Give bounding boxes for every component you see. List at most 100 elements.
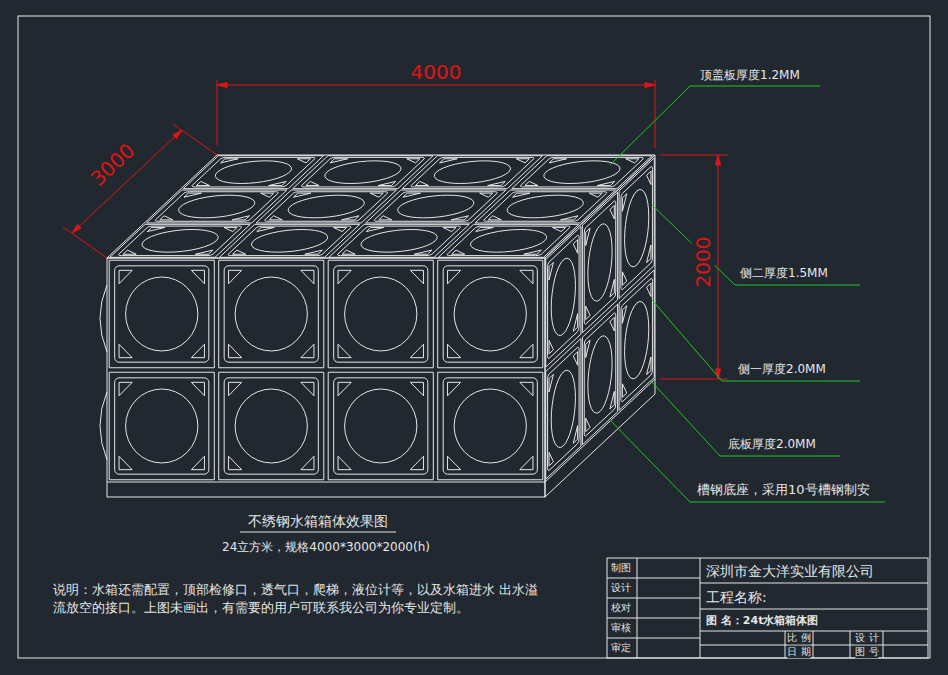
panel-boss [625, 180, 649, 277]
dimension-arrowhead [217, 83, 227, 88]
corner-gusset [191, 456, 204, 469]
title-block-frame [607, 558, 928, 658]
panel-boss [625, 292, 649, 389]
tank-panel [256, 190, 396, 223]
corner-gusset [379, 216, 397, 220]
corner-gusset [622, 194, 626, 212]
tank-side-outline [545, 155, 655, 497]
corner-gusset [301, 270, 314, 283]
dimension-arrowhead [645, 83, 655, 88]
panel-boss [351, 230, 447, 253]
corner-gusset [378, 181, 396, 185]
title-block-rule [850, 631, 851, 658]
corner-gusset [448, 456, 461, 469]
corner-gusset [191, 382, 204, 395]
callout-text: 侧二厚度1.5MM [740, 267, 828, 281]
corner-gusset [647, 283, 651, 301]
panel-boss [345, 389, 417, 463]
corner-gusset [301, 382, 314, 395]
panel-boss [534, 161, 630, 184]
corner-gusset [622, 380, 626, 398]
title-underline [240, 532, 396, 533]
tank-panel [512, 156, 652, 189]
panel-boss [235, 389, 307, 463]
tank-panel [109, 260, 214, 368]
tank-panel [328, 260, 433, 368]
corner-gusset [524, 250, 542, 254]
panel-boss [454, 277, 526, 351]
side-boss-bulge [100, 285, 107, 352]
corner-gusset [342, 216, 360, 220]
corner-gusset [549, 448, 553, 466]
panel-boss [235, 277, 307, 351]
corner-gusset [549, 336, 553, 354]
corner-gusset [512, 193, 530, 197]
corner-gusset [586, 340, 590, 358]
panel-inner [334, 266, 428, 362]
tank-panel [109, 372, 214, 480]
tank-panel [619, 270, 654, 410]
corner-gusset [119, 382, 132, 395]
corner-gusset [610, 391, 614, 409]
company-name: 深圳市金大洋实业有限公司 [706, 563, 874, 579]
note-text: 说明：水箱还需配置，顶部检修口，透气口，爬梯，液位计等，以及水箱进水 出水溢流放… [53, 581, 541, 617]
corner-gusset [476, 227, 494, 231]
title-block-rule [813, 631, 814, 658]
panel-boss [241, 230, 337, 253]
dimension-line [217, 85, 655, 86]
title-block-rule [607, 618, 700, 619]
corner-gusset [119, 344, 132, 357]
panel-frame [582, 192, 617, 332]
corner-gusset [293, 193, 311, 197]
corner-gusset [475, 193, 493, 197]
title-block-rule [607, 578, 700, 579]
callout-leader [652, 300, 860, 381]
panel-boss [126, 389, 198, 463]
corner-gusset [451, 216, 469, 220]
panel-frame [582, 304, 617, 444]
title-block-rule [607, 598, 700, 599]
panel-frame [619, 270, 654, 410]
corner-gusset [520, 344, 533, 357]
panel-frame [366, 190, 506, 223]
panel-frame [219, 260, 324, 368]
corner-gusset [440, 159, 458, 163]
corner-gusset [229, 456, 242, 469]
panel-boss [315, 161, 411, 184]
corner-gusset [257, 227, 275, 231]
corner-gusset [191, 270, 204, 283]
tank-panel [619, 158, 654, 298]
corner-gusset [448, 344, 461, 357]
corner-gusset [301, 456, 314, 469]
panel-frame [219, 372, 324, 480]
tank-panel [183, 156, 323, 189]
corner-gusset [573, 240, 577, 258]
dimension-value: 4000 [411, 61, 462, 84]
corner-gusset [195, 250, 213, 254]
drawing-name: 图 名：24t水箱箱体图 [706, 615, 818, 628]
corner-gusset [525, 181, 543, 185]
tank-panel [546, 227, 581, 367]
panel-frame [110, 224, 250, 257]
panel-frame [329, 224, 469, 257]
panel-inner [227, 226, 353, 256]
corner-gusset [488, 181, 506, 185]
corner-gusset [366, 227, 384, 231]
corner-gusset [342, 250, 360, 254]
corner-gusset [647, 357, 651, 375]
corner-gusset [306, 181, 324, 185]
corner-gusset [410, 344, 423, 357]
panel-frame [109, 372, 214, 480]
drawing-caption: 24立方米，规格4000*3000*2000(h) [222, 541, 430, 555]
panel-frame [546, 339, 581, 479]
panel-boss [388, 195, 484, 218]
panel-frame [438, 372, 543, 480]
corner-gusset [647, 245, 651, 263]
title-block-rule [700, 583, 928, 584]
corner-gusset [338, 270, 351, 283]
tank-front-outline [107, 258, 545, 497]
panel-inner [115, 378, 209, 474]
title-block-rule [700, 631, 928, 632]
corner-gusset [410, 270, 423, 283]
title-block-cell: 审核 [611, 622, 631, 634]
